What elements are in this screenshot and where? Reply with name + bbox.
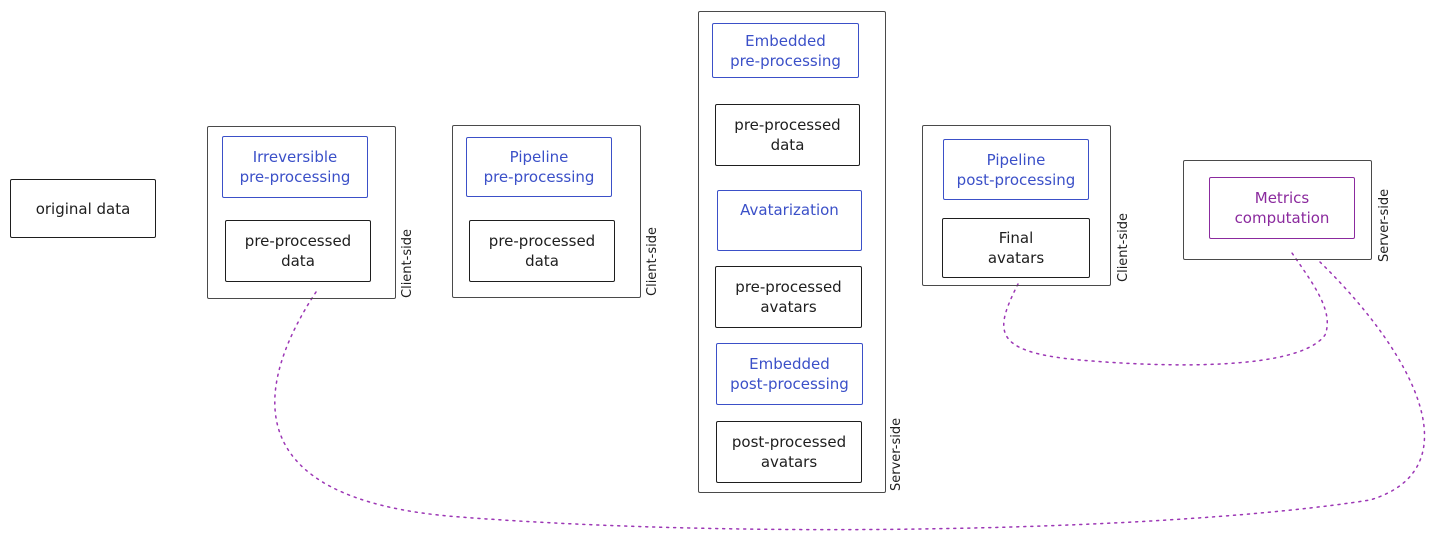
server-side-group-1 xyxy=(698,11,886,493)
metrics-computation-label: Metrics computation xyxy=(1234,189,1330,227)
embedded-preprocessing-node: Embedded pre-processing xyxy=(712,23,859,78)
server-side-group-2 xyxy=(1183,160,1372,260)
postprocessed-avatars-node: post-processed avatars xyxy=(716,421,862,483)
original-data-node: original data xyxy=(10,179,156,238)
server-preprocessed-data-label: pre-processed data xyxy=(734,116,841,154)
pipeline-preprocessing-label: Pipeline pre-processing xyxy=(483,148,595,186)
irreversible-preprocessing-node: Irreversible pre-processing xyxy=(222,136,368,198)
client2-preprocessed-data-label: pre-processed data xyxy=(488,232,596,270)
preprocessed-avatars-label: pre-processed avatars xyxy=(735,278,842,316)
pipeline-postprocessing-label: Pipeline post-processing xyxy=(956,150,1076,189)
client1-preprocessed-data-node: pre-processed data xyxy=(225,220,371,282)
server-side-label-1: Server-side xyxy=(889,417,904,491)
embedded-postprocessing-node: Embedded post-processing xyxy=(716,343,863,405)
client-side-group-1 xyxy=(207,126,396,299)
preprocessed-avatars-node: pre-processed avatars xyxy=(715,266,862,328)
final-avatars-node: Final avatars xyxy=(942,218,1090,278)
server-side-label-2: Server-side xyxy=(1377,188,1392,262)
avatarization-node: Avatarization xyxy=(717,190,862,251)
client-side-label-2: Client-side xyxy=(645,227,660,296)
server-preprocessed-data-node: pre-processed data xyxy=(715,104,860,166)
client-side-label-3: Client-side xyxy=(1116,213,1131,282)
metrics-computation-node: Metrics computation xyxy=(1209,177,1355,239)
client-side-label-1: Client-side xyxy=(400,229,415,298)
pipeline-postprocessing-node: Pipeline post-processing xyxy=(943,139,1089,200)
postprocessed-avatars-label: post-processed avatars xyxy=(731,433,847,471)
final-avatars-label: Final avatars xyxy=(987,229,1045,267)
avatarization-label: Avatarization xyxy=(740,201,839,219)
original-data-label: original data xyxy=(35,199,131,218)
connector-final-avatars-to-metrics xyxy=(1003,249,1328,366)
embedded-preprocessing-label: Embedded pre-processing xyxy=(730,31,841,70)
client1-preprocessed-data-label: pre-processed data xyxy=(244,232,352,270)
irreversible-preprocessing-label: Irreversible pre-processing xyxy=(239,148,351,186)
client-side-group-3 xyxy=(922,125,1111,286)
embedded-postprocessing-label: Embedded post-processing xyxy=(730,355,849,393)
client-side-group-2 xyxy=(452,125,641,298)
connector-preprocessed-data-to-metrics xyxy=(274,261,1426,531)
pipeline-preprocessing-node: Pipeline pre-processing xyxy=(466,137,612,197)
client2-preprocessed-data-node: pre-processed data xyxy=(469,220,615,282)
